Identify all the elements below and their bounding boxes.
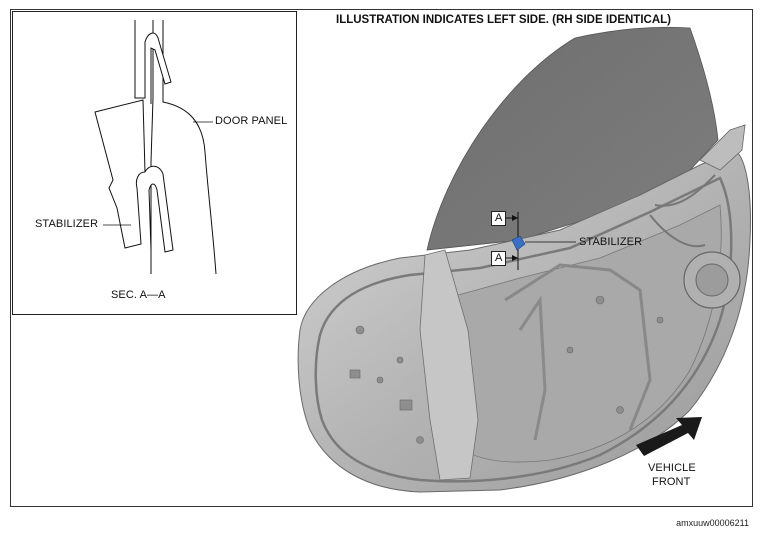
vehicle-front-arrow (636, 417, 702, 456)
stabilizer-body (94, 99, 146, 249)
door-panel-curve (162, 20, 217, 275)
figure-code: amxuuw00006211 (676, 518, 749, 528)
section-label: SEC. A—A (111, 289, 166, 301)
vehicle-front-line2: FRONT (652, 476, 691, 488)
door-panel-label: DOOR PANEL (215, 115, 288, 127)
inset-stabilizer-label: STABILIZER (35, 218, 99, 230)
section-marker-top: A (491, 211, 507, 226)
window-glass (426, 26, 719, 251)
stabilizer-clip (511, 235, 526, 251)
section-marker-bottom: A (491, 251, 507, 266)
section-arrowhead-top (512, 215, 518, 221)
regulator-rail-rear (518, 295, 547, 441)
section-inset: DOOR PANEL STABILIZER SEC. A—A (12, 11, 297, 315)
mounting-holes (349, 295, 664, 444)
lower-clip (144, 165, 174, 253)
section-arrowhead-bottom (512, 255, 518, 261)
vehicle-front-line1: VEHICLE (648, 462, 696, 474)
figure-frame (10, 9, 753, 507)
stabilizer-label: STABILIZER (579, 236, 643, 248)
regulator-cable (649, 174, 716, 248)
section-drawing (94, 20, 217, 275)
illustration-title: ILLUSTRATION INDICATES LEFT SIDE. (RH SI… (336, 14, 671, 26)
upper-clip (134, 20, 172, 104)
regulator-rail-front (504, 263, 652, 431)
mirror-mount (699, 124, 746, 171)
door-panel-inner (150, 20, 154, 274)
speaker-cone (695, 263, 729, 297)
hinge-pillar (419, 249, 479, 481)
